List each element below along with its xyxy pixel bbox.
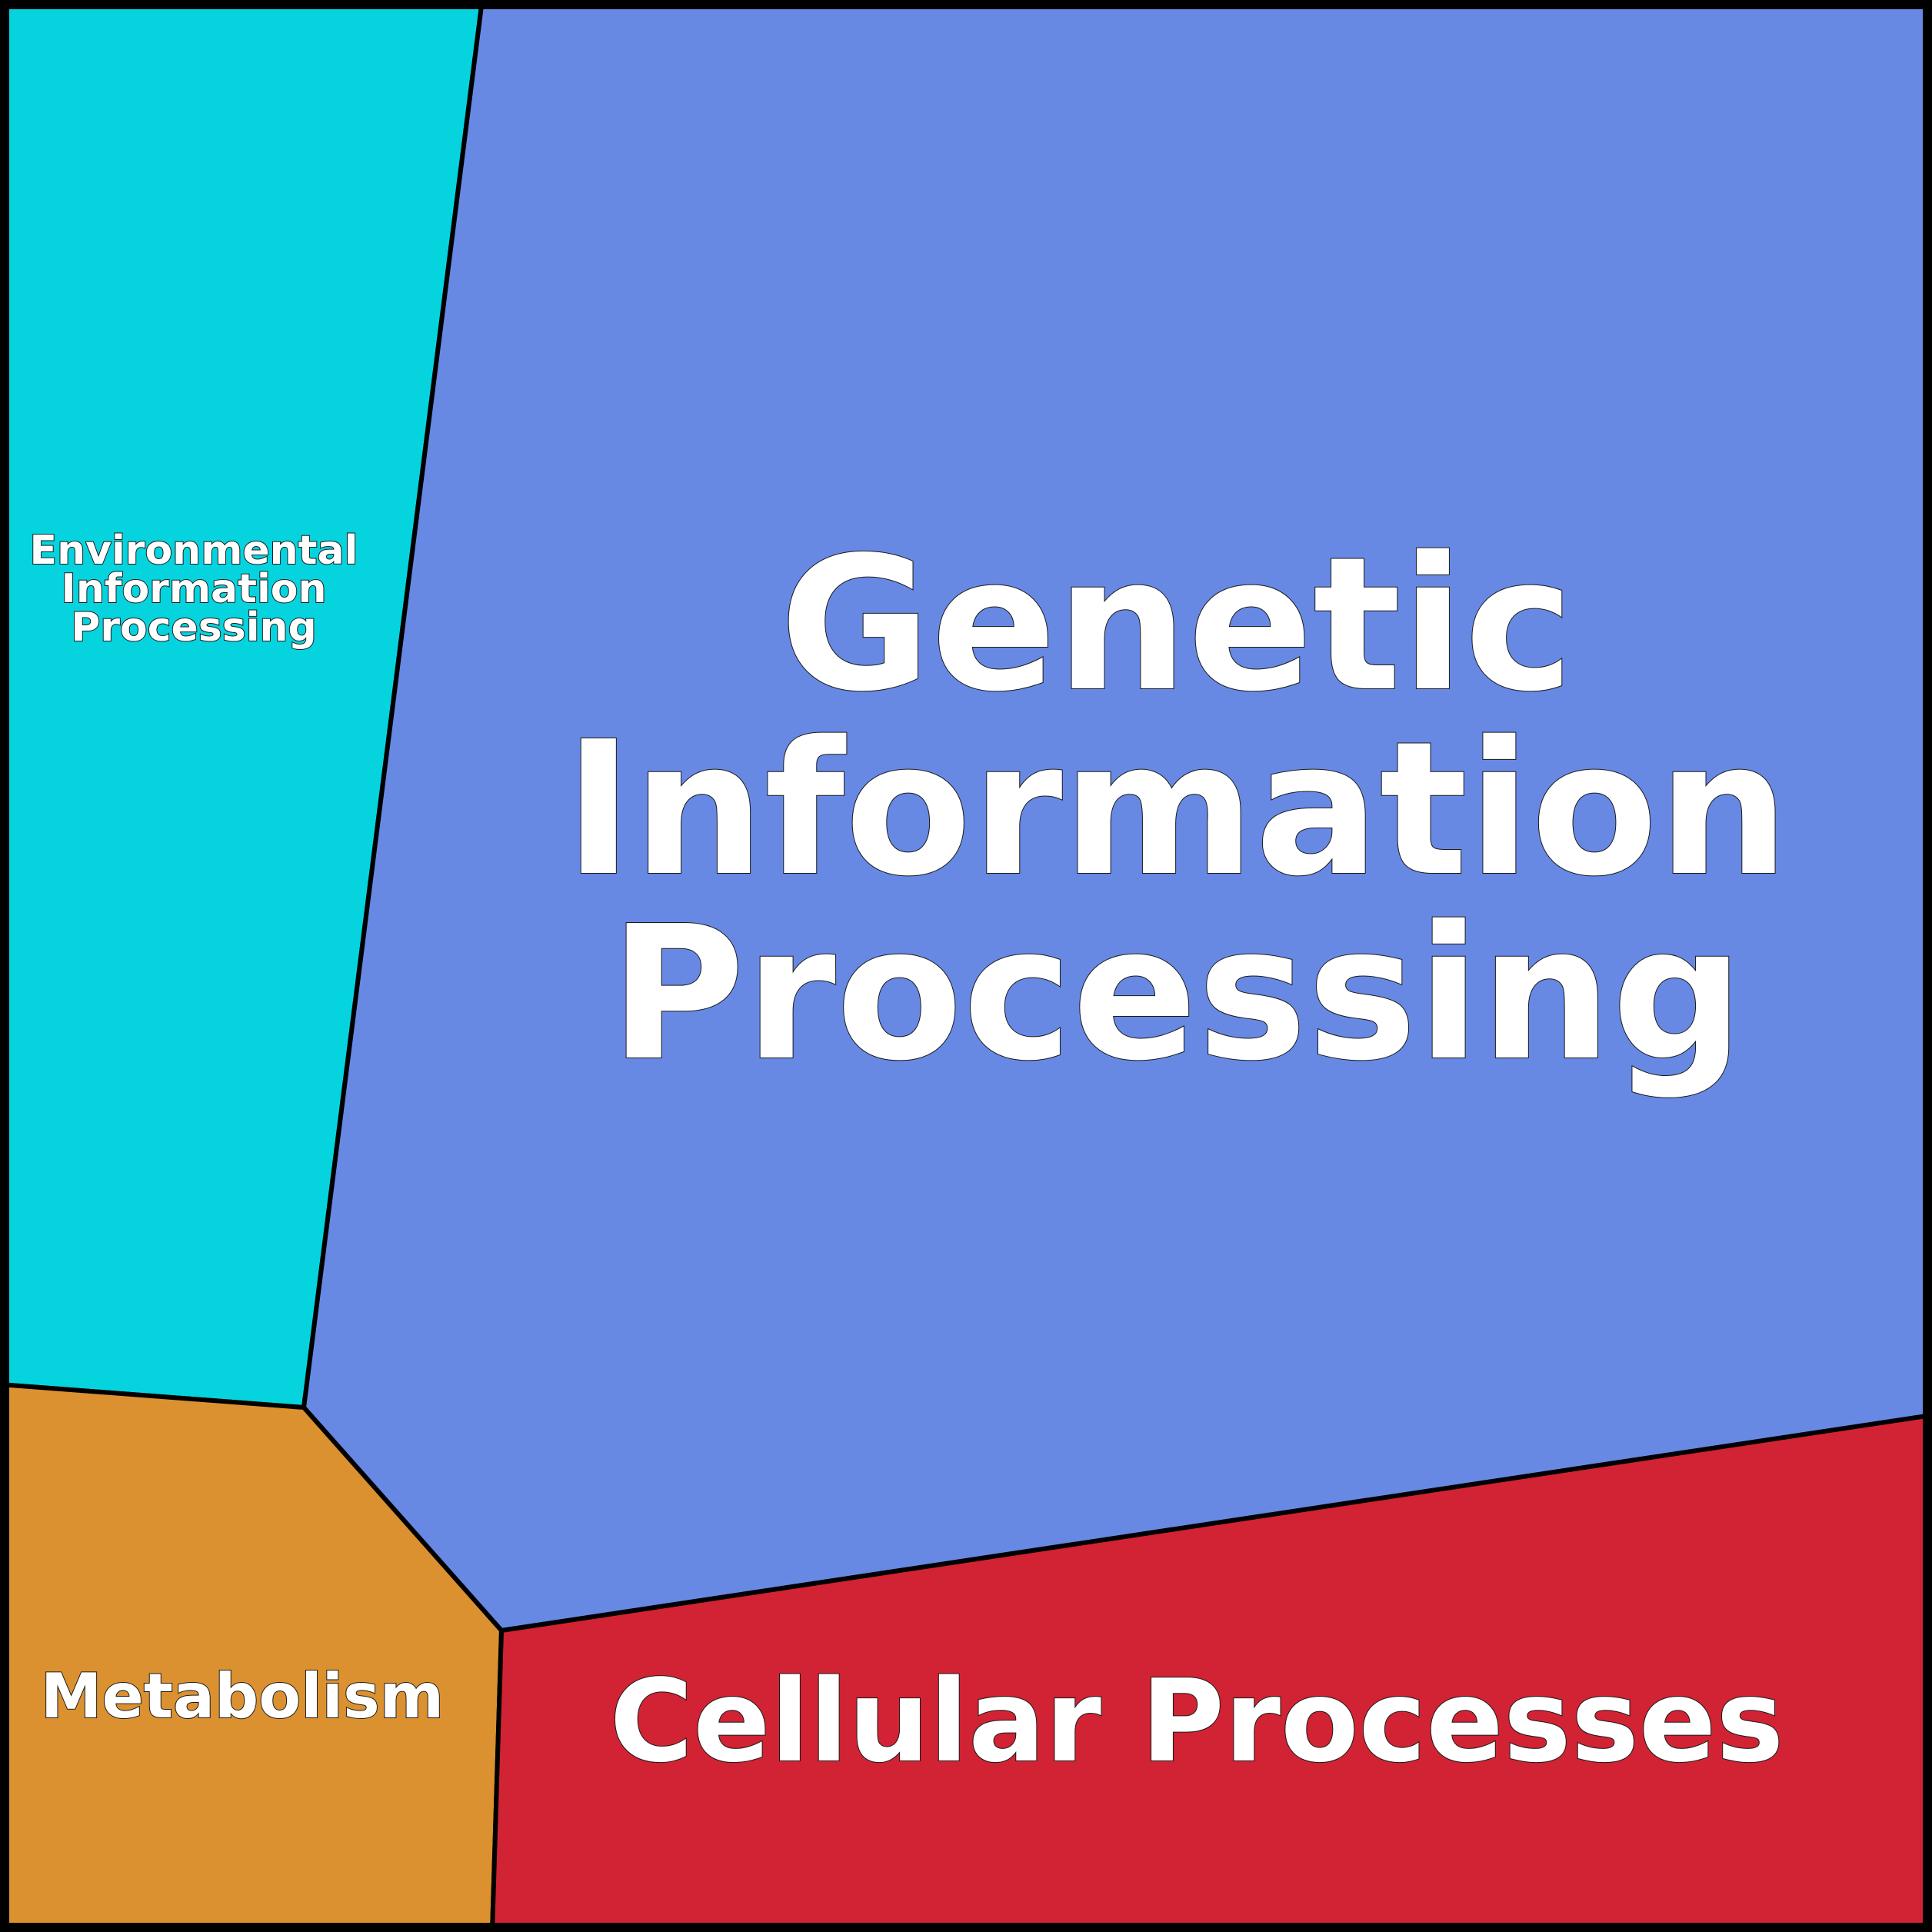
region-genetic-information-processing[interactable]: Genetic Information Processing <box>301 0 1932 1634</box>
label-cellular-text: Cellular Processes <box>610 1655 1784 1787</box>
label-environmental-line-3: Processing <box>71 605 317 651</box>
label-environmental: Environmental Information Processing <box>29 527 359 651</box>
label-genetic-line-2: Information <box>565 701 1790 917</box>
label-metabolism-text: Metabolism <box>41 1661 444 1732</box>
label-cellular: Cellular Processes <box>609 1654 1785 1788</box>
cell-cellular[interactable] <box>489 1412 1932 1932</box>
label-genetic: Genetic Information Processing <box>564 516 1790 1102</box>
label-metabolism: Metabolism <box>40 1660 445 1733</box>
label-genetic-line-3: Processing <box>610 886 1744 1101</box>
label-environmental-line-1: Environmental <box>30 528 358 574</box>
region-environmental-information-processing[interactable]: Environmental Information Processing <box>0 0 485 1411</box>
region-cellular-processes[interactable]: Cellular Processes <box>489 1412 1932 1932</box>
label-genetic-line-1: Genetic <box>780 517 1574 732</box>
label-environmental-line-2: Information <box>61 566 326 612</box>
region-metabolism[interactable]: Metabolism <box>0 1381 505 1932</box>
